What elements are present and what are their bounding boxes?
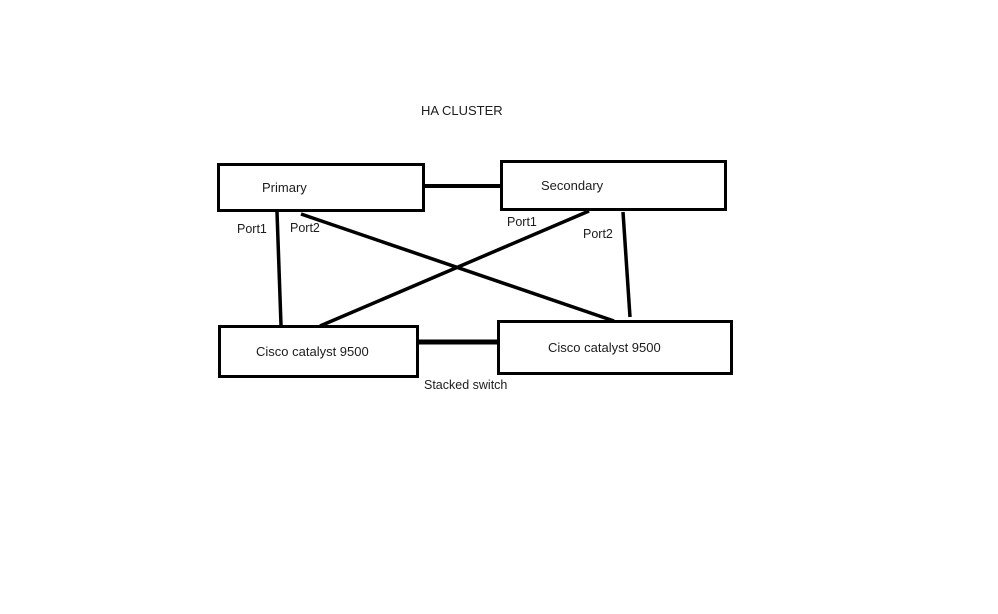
edge-secondary-port1-switchleft — [319, 209, 590, 328]
edge-secondary-port2-switchright — [621, 211, 632, 318]
node-primary-label: Primary — [262, 180, 307, 195]
node-secondary-label: Secondary — [541, 178, 604, 193]
node-secondary: Secondary — [500, 160, 727, 211]
label-primary-port2: Port2 — [290, 221, 320, 235]
diagram-title: HA CLUSTER — [421, 103, 503, 118]
label-stacked-switch: Stacked switch — [424, 378, 508, 392]
node-switch-right-label: Cisco catalyst 9500 — [548, 340, 661, 355]
label-primary-port1: Port1 — [237, 222, 267, 236]
node-switch-left-label: Cisco catalyst 9500 — [256, 344, 369, 359]
node-primary: Primary — [217, 163, 425, 212]
label-secondary-port1: Port1 — [507, 215, 537, 229]
label-secondary-port2: Port2 — [583, 227, 613, 241]
node-switch-left: Cisco catalyst 9500 — [218, 325, 419, 378]
node-switch-right: Cisco catalyst 9500 — [497, 320, 733, 375]
edge-primary-port1-switchleft — [275, 211, 283, 326]
